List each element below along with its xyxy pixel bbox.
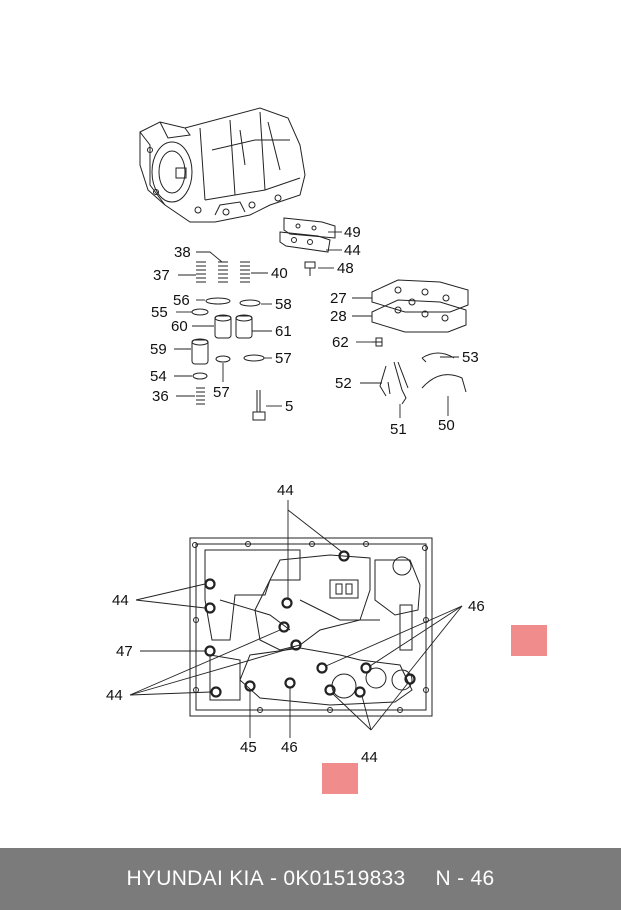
callout-58: 58 [275,296,292,313]
callout-53: 53 [462,349,479,366]
callout-44-left: 44 [112,592,129,609]
callout-46-bottom: 46 [281,739,298,756]
callout-labels: 49 44 48 38 37 40 56 58 55 60 61 59 57 5… [106,224,485,766]
callout-61: 61 [275,323,292,340]
callout-50: 50 [438,417,455,434]
callout-46-right: 46 [468,598,485,615]
callout-48: 48 [337,260,354,277]
small-parts-drawing [191,217,336,421]
callout-54: 54 [150,368,167,385]
footer-bar: HYUNDAI KIA - 0K01519833 N - 46 [0,848,621,910]
callout-38: 38 [174,244,191,261]
callout-52: 52 [335,375,352,392]
leader-lines [129,231,463,738]
callout-49: 49 [344,224,361,241]
callout-57-right: 57 [275,350,292,367]
callout-60: 60 [171,318,188,335]
callout-40: 40 [271,265,288,282]
callout-28: 28 [330,308,347,325]
callout-36: 36 [152,388,169,405]
footer-page-ref: N - 46 [435,867,495,890]
footer-part-number: - 0K01519833 [269,867,406,890]
callout-59: 59 [150,341,167,358]
callout-44: 44 [344,242,361,259]
highlight-marker-bottom [322,763,358,794]
parts-diagram: 49 44 48 38 37 40 56 58 55 60 61 59 57 5… [106,107,485,766]
callout-44-bottom: 44 [361,749,378,766]
callout-37: 37 [153,267,170,284]
callout-44-top: 44 [277,482,294,499]
callout-57-bottom: 57 [213,384,230,401]
callout-55: 55 [151,304,168,321]
callout-44-lower-left: 44 [106,687,123,704]
callout-45: 45 [240,739,257,756]
valve-body-drawing [189,537,433,717]
callout-27: 27 [330,290,347,307]
callout-47: 47 [116,643,133,660]
gasket-drawing [371,279,469,405]
footer-brand: HYUNDAI KIA [126,867,264,890]
callout-56: 56 [173,292,190,309]
callout-62: 62 [332,334,349,351]
highlight-marker-right [511,625,547,656]
transmission-case-drawing [139,107,306,223]
callout-5: 5 [285,398,293,415]
callout-51: 51 [390,421,407,438]
